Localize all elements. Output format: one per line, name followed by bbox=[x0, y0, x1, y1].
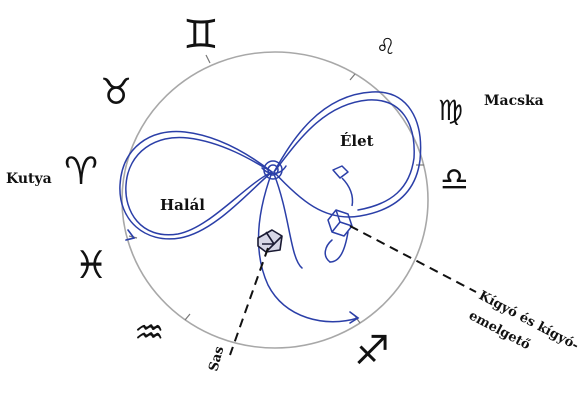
center-knot bbox=[263, 160, 283, 180]
sas-label: Sas bbox=[206, 345, 227, 373]
zodiac-circle bbox=[121, 51, 429, 349]
libra-icon: ♎ bbox=[440, 160, 469, 198]
arrowheads bbox=[125, 229, 360, 324]
macska-label: Macska bbox=[484, 93, 544, 109]
sas-pointer bbox=[229, 247, 269, 356]
elet-label: Élet bbox=[340, 132, 374, 150]
pisces-icon: ♓ bbox=[74, 243, 108, 287]
infinity-loops bbox=[119, 91, 422, 323]
halal-label: Halál bbox=[160, 196, 205, 214]
sagittarius-icon: ♐ bbox=[354, 328, 390, 374]
virgo-icon: ♍ bbox=[438, 94, 463, 127]
aries-icon: ♈ bbox=[64, 149, 98, 193]
small-box-icon bbox=[332, 165, 354, 207]
lower-loop bbox=[257, 171, 359, 323]
circle-ticks bbox=[128, 54, 424, 324]
life-loop bbox=[273, 91, 422, 218]
taurus-icon: ♉ bbox=[100, 72, 132, 113]
death-loop bbox=[119, 130, 273, 240]
eagle-cube-icon bbox=[257, 229, 283, 253]
gemini-icon: ♊ bbox=[183, 12, 219, 58]
aquarius-icon: ♒ bbox=[134, 313, 164, 353]
kutya-label: Kutya bbox=[6, 171, 52, 187]
leo-icon: ♌ bbox=[376, 35, 396, 60]
kigyo-pointer bbox=[349, 225, 477, 293]
